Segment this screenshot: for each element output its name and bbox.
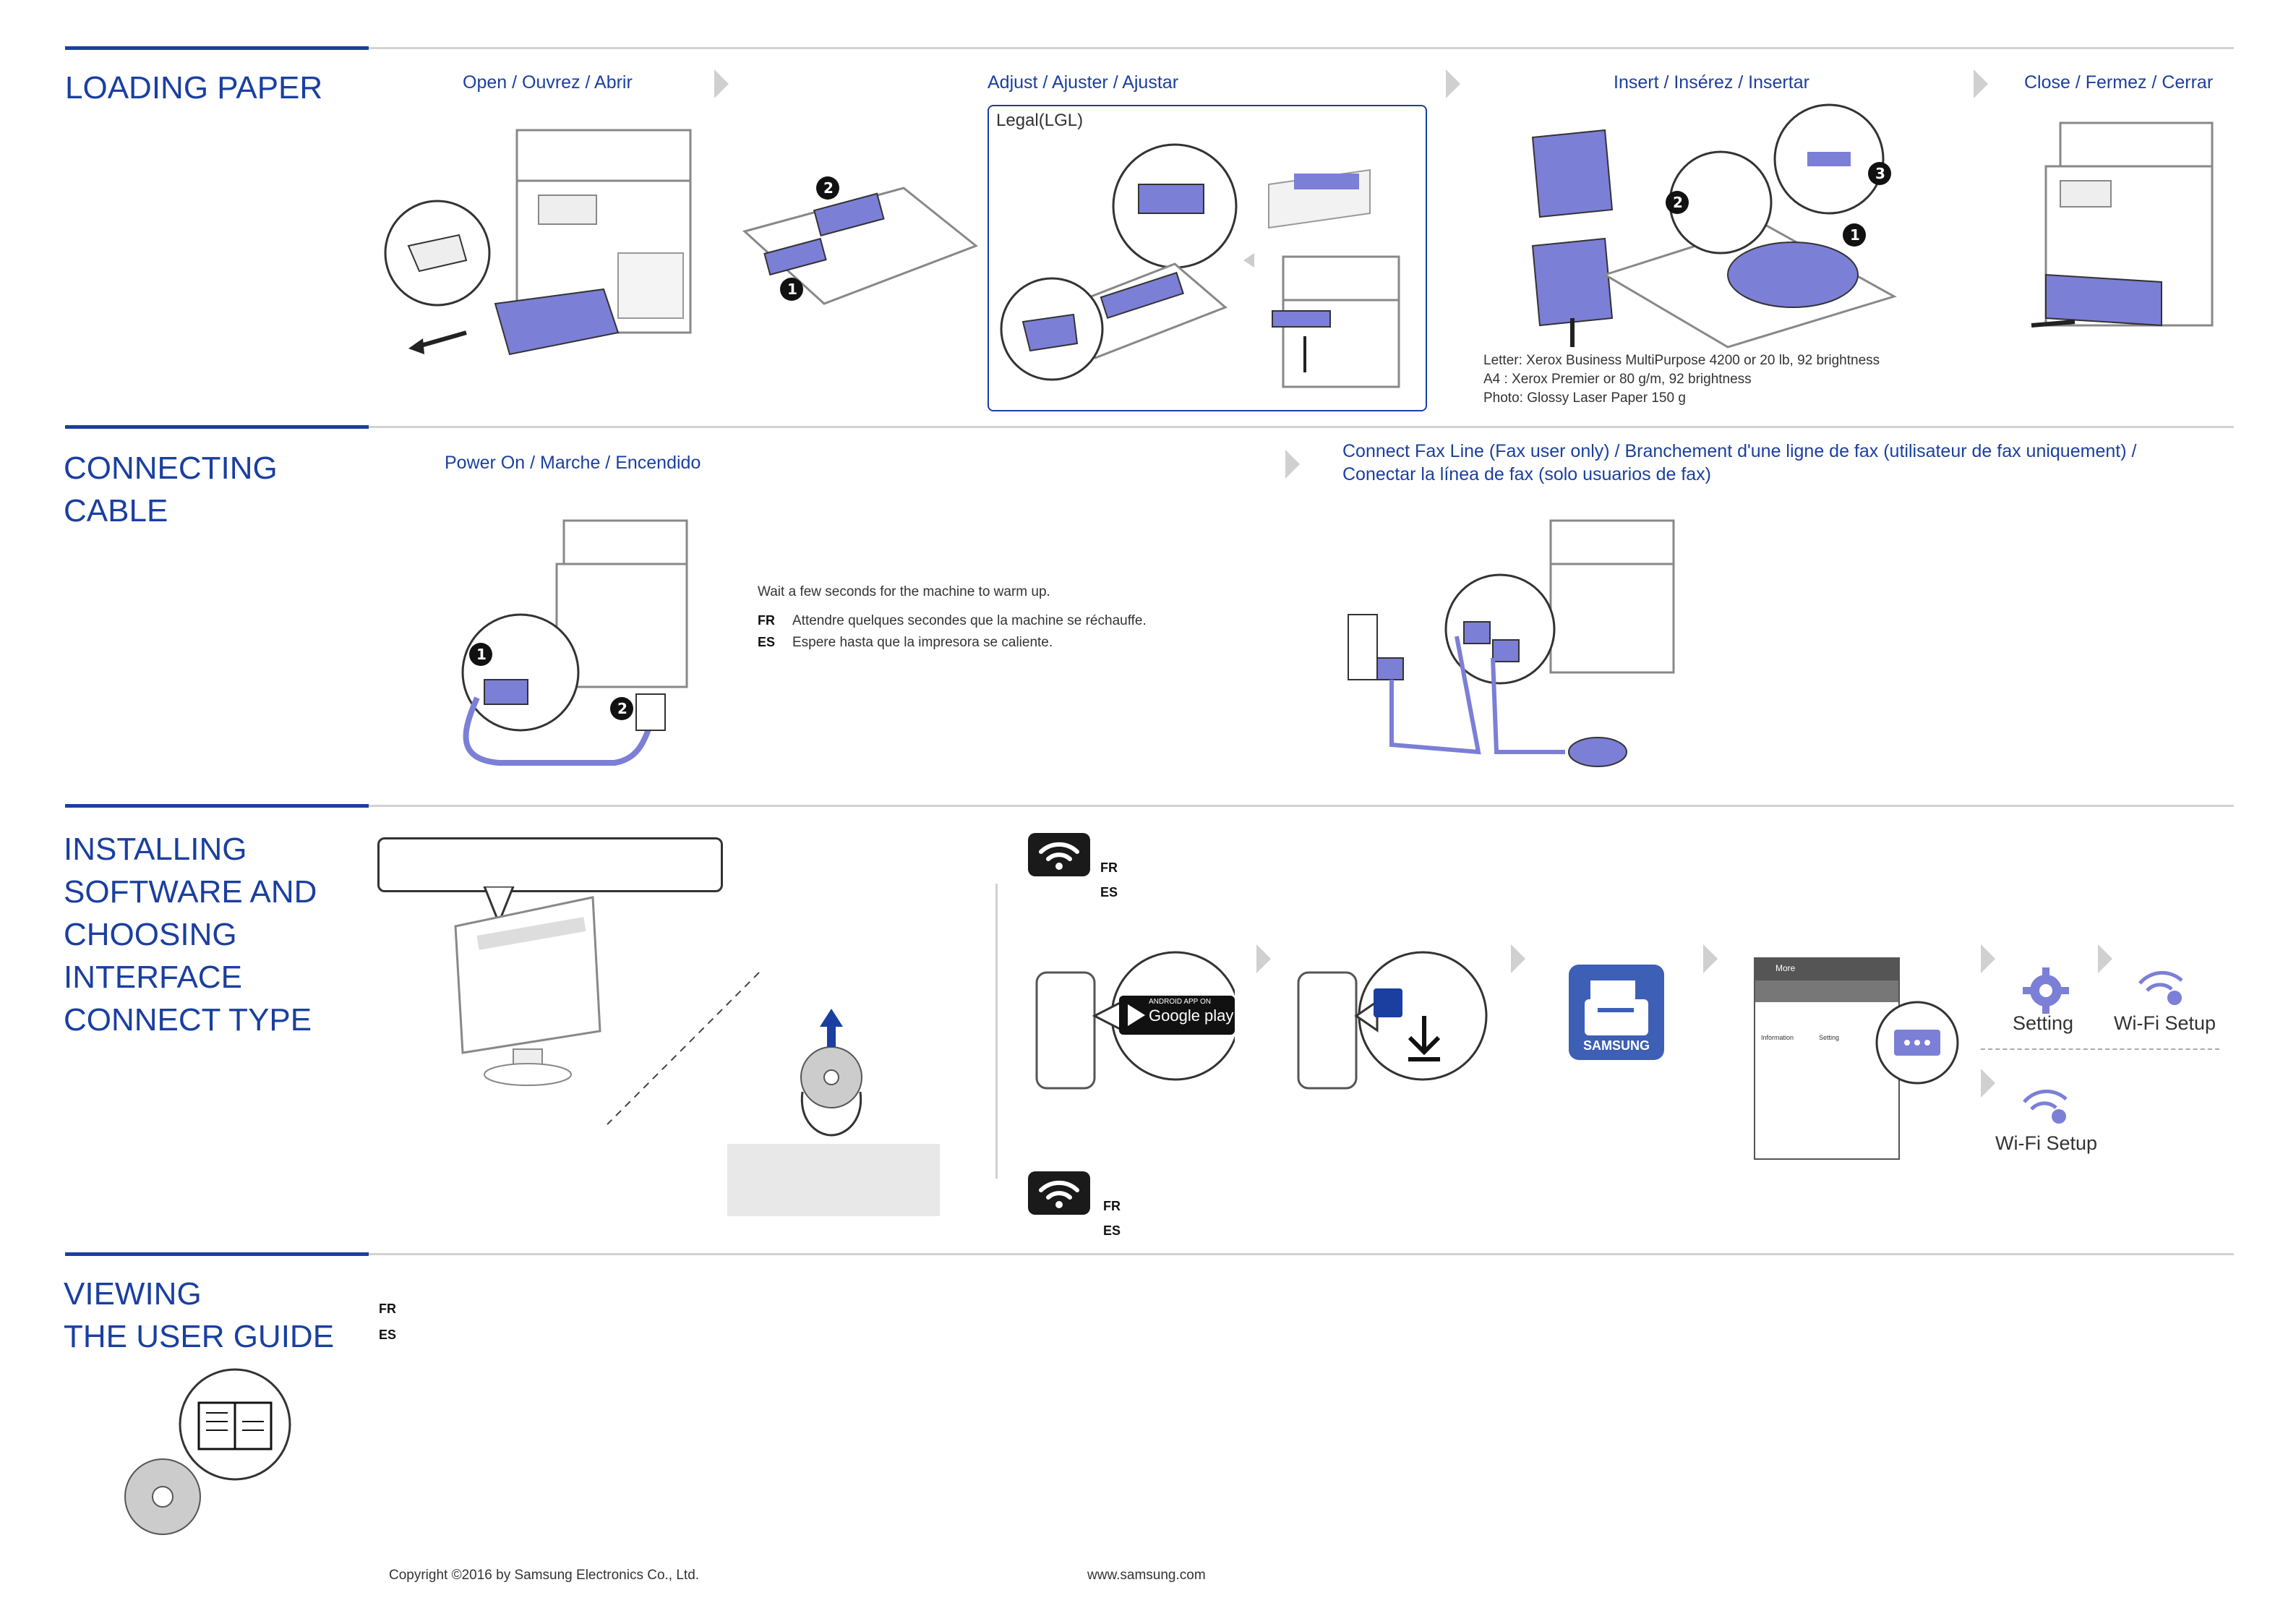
setting-label: Setting [2013,1012,2074,1034]
app-toolbar [1755,980,1898,1002]
section-header-rule [65,46,369,50]
step-label-fax-line-1: Connect Fax Line (Fax user only) / Branc… [1342,441,2137,461]
section-header-rule [65,425,369,429]
insert-paper-illustration: 2 3 1 [1531,103,1897,349]
section-title-connecting-cable: CONNECTING CABLE [64,450,278,529]
samsung-app-icon: SAMSUNG [1569,965,1664,1060]
user-guide-cd-illustration [124,1368,291,1535]
samsung-logo-text: SAMSUNG [1582,1038,1650,1053]
step-arrow [1256,944,1271,973]
section-title-viewing-guide: VIEWING THE USER GUIDE [64,1276,335,1354]
lang-code-es: ES [1103,1223,1121,1238]
step-label-adjust: Adjust / Ajuster / Ajustar [988,72,1179,93]
google-play-subtitle: ANDROID APP ON [1149,998,1211,1006]
step-label-fax-line-2: Conectar la línea de fax (solo usuarios … [1342,464,1711,484]
cd-insert-illustration [800,1009,862,1137]
svg-text:3: 3 [1875,165,1885,182]
paper-spec-line: A4 : Xerox Premier or 80 g/m, 92 brightn… [1483,372,1752,387]
step-arrow [1511,944,1525,973]
gear-icon [2023,967,2069,1014]
step-label-power-on: Power On / Marche / Encendido [445,453,701,473]
svg-text:1: 1 [476,646,487,663]
step-arrow [1285,450,1300,479]
wifi-setup-icon [2023,1089,2068,1124]
lang-code-es: ES [1100,885,1118,899]
step-arrow [714,69,729,98]
adjust-guides-illustration: 2 1 [742,176,978,305]
phone-download-illustration [1297,951,1488,1090]
legal-adjust-illustration [1000,143,1400,388]
app-screen-mockup: More Information Setting [1754,957,1900,1160]
step-label-close: Close / Fermez / Cerrar [2024,72,2214,93]
power-cable-illustration: 1 2 [461,519,688,766]
wifi-icon [1028,1171,1090,1215]
svg-text:2: 2 [823,179,834,197]
svg-text:1: 1 [787,281,797,298]
dashed-divider [607,972,760,1125]
app-tab-setting[interactable]: Setting [1819,1034,1840,1041]
step-arrow [2098,944,2112,973]
section-separator [369,805,2234,807]
website-link[interactable]: www.samsung.com [1087,1568,1206,1583]
wifi-icon [1028,833,1090,876]
fax-line-illustration [1348,519,1675,767]
step-arrow [1981,944,1995,973]
section-separator [369,426,2234,428]
app-tab-information[interactable]: Information [1761,1034,1794,1041]
wifi-setup-label: Wi-Fi Setup [1995,1132,2098,1154]
step-arrow [1974,69,1988,98]
lang-code-fr: FR [1103,1199,1121,1213]
svg-text:2: 2 [617,700,627,717]
warmup-text-es: Espere hasta que la impresora se calient… [792,635,1053,650]
section-header-rule [65,1252,369,1256]
warmup-text-fr: Attendre quelques secondes que la machin… [792,613,1147,628]
step-arrow [1981,1069,1995,1098]
lang-code-es: ES [758,635,776,649]
step-label-open: Open / Ouvrez / Abrir [463,72,633,93]
close-tray-illustration [2031,121,2214,328]
warmup-text-en: Wait a few seconds for the machine to wa… [758,584,1050,599]
lang-code-fr: FR [1100,860,1118,875]
google-play-label: Google play [1149,1007,1234,1025]
svg-text:2: 2 [1673,194,1683,211]
wifi-setup-icon [2138,970,2183,1005]
open-tray-illustration [384,129,692,356]
app-title-bar: More [1755,959,1898,980]
step-arrow [1703,944,1718,973]
more-menu-callout [1875,1001,1959,1085]
lang-code-es: ES [379,1328,397,1342]
paper-spec-line: Letter: Xerox Business MultiPurpose 4200… [1483,353,1880,368]
phone-google-play-illustration [1035,951,1235,1090]
monitor-illustration [454,886,601,1086]
app-menu-title: More [1775,963,1796,973]
option-divider [1981,1048,2219,1050]
section-title-loading-paper: LOADING PAPER [65,70,323,106]
placeholder-text-box [727,1144,940,1216]
step-label-insert: Insert / Insérez / Insertar [1614,72,1809,93]
svg-text:1: 1 [1850,226,1860,244]
copyright-text: Copyright ©2016 by Samsung Electronics C… [389,1568,700,1583]
vertical-divider [995,884,998,1179]
paper-spec-line: Photo: Glossy Laser Paper 150 g [1483,390,1686,406]
lang-code-fr: FR [379,1302,396,1316]
legal-label: Legal(LGL) [996,111,1084,130]
lang-code-fr: FR [758,613,775,628]
section-separator [369,1253,2234,1255]
section-header-rule [65,804,369,808]
wifi-setup-label: Wi-Fi Setup [2114,1012,2216,1034]
step-arrow [1446,69,1460,98]
section-title-installing-software: INSTALLING SOFTWARE AND CHOOSING INTERFA… [64,832,317,1038]
section-separator [369,47,2234,49]
legal-size-panel [988,105,1427,411]
speech-callout-box [377,837,723,892]
